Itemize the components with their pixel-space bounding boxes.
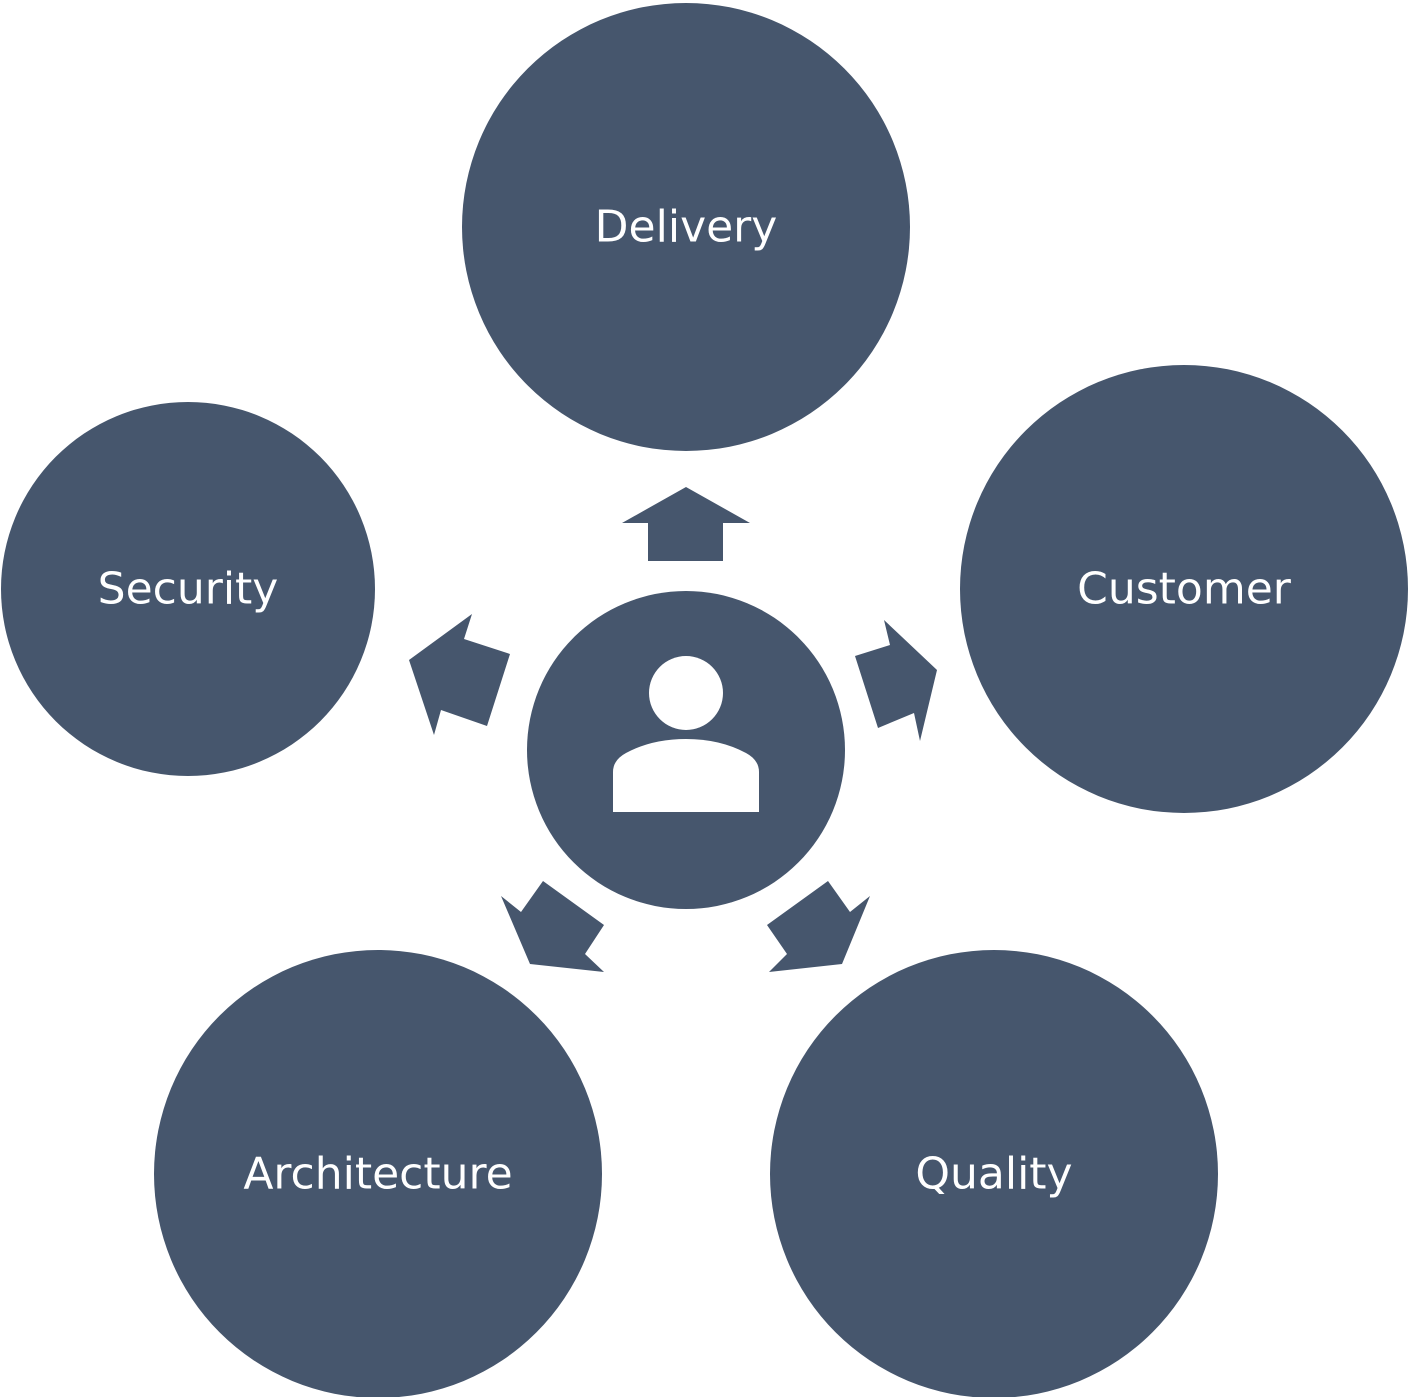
node-circle: [960, 365, 1408, 813]
arrow-left-icon: [409, 614, 510, 735]
node-customer: Customer: [960, 365, 1408, 813]
arrow-to-customer: [855, 620, 937, 741]
node-label: Security: [98, 564, 279, 615]
arrow-to-delivery: [622, 487, 750, 561]
arrow-to-security: [409, 614, 510, 735]
node-architecture: Architecture: [154, 950, 602, 1397]
arrow-up-icon: [622, 487, 750, 561]
node-circle: [154, 950, 602, 1397]
user-icon: [613, 656, 759, 812]
node-circle: [462, 3, 910, 451]
arrow-to-architecture: [501, 881, 604, 972]
arrow-down-right-icon: [767, 881, 870, 972]
node-delivery: Delivery: [462, 3, 910, 451]
arrow-to-quality: [767, 881, 870, 972]
arrow-down-left-icon: [501, 881, 604, 972]
arrow-right-icon: [855, 620, 937, 741]
node-label: Architecture: [243, 1149, 512, 1200]
node-label: Delivery: [595, 202, 778, 253]
node-label: Customer: [1077, 564, 1292, 615]
node-security: Security: [1, 402, 375, 776]
node-label: Quality: [915, 1149, 1072, 1200]
node-circle: [1, 402, 375, 776]
node-quality: Quality: [770, 950, 1218, 1397]
node-circle: [770, 950, 1218, 1397]
center-hub: [527, 591, 845, 909]
